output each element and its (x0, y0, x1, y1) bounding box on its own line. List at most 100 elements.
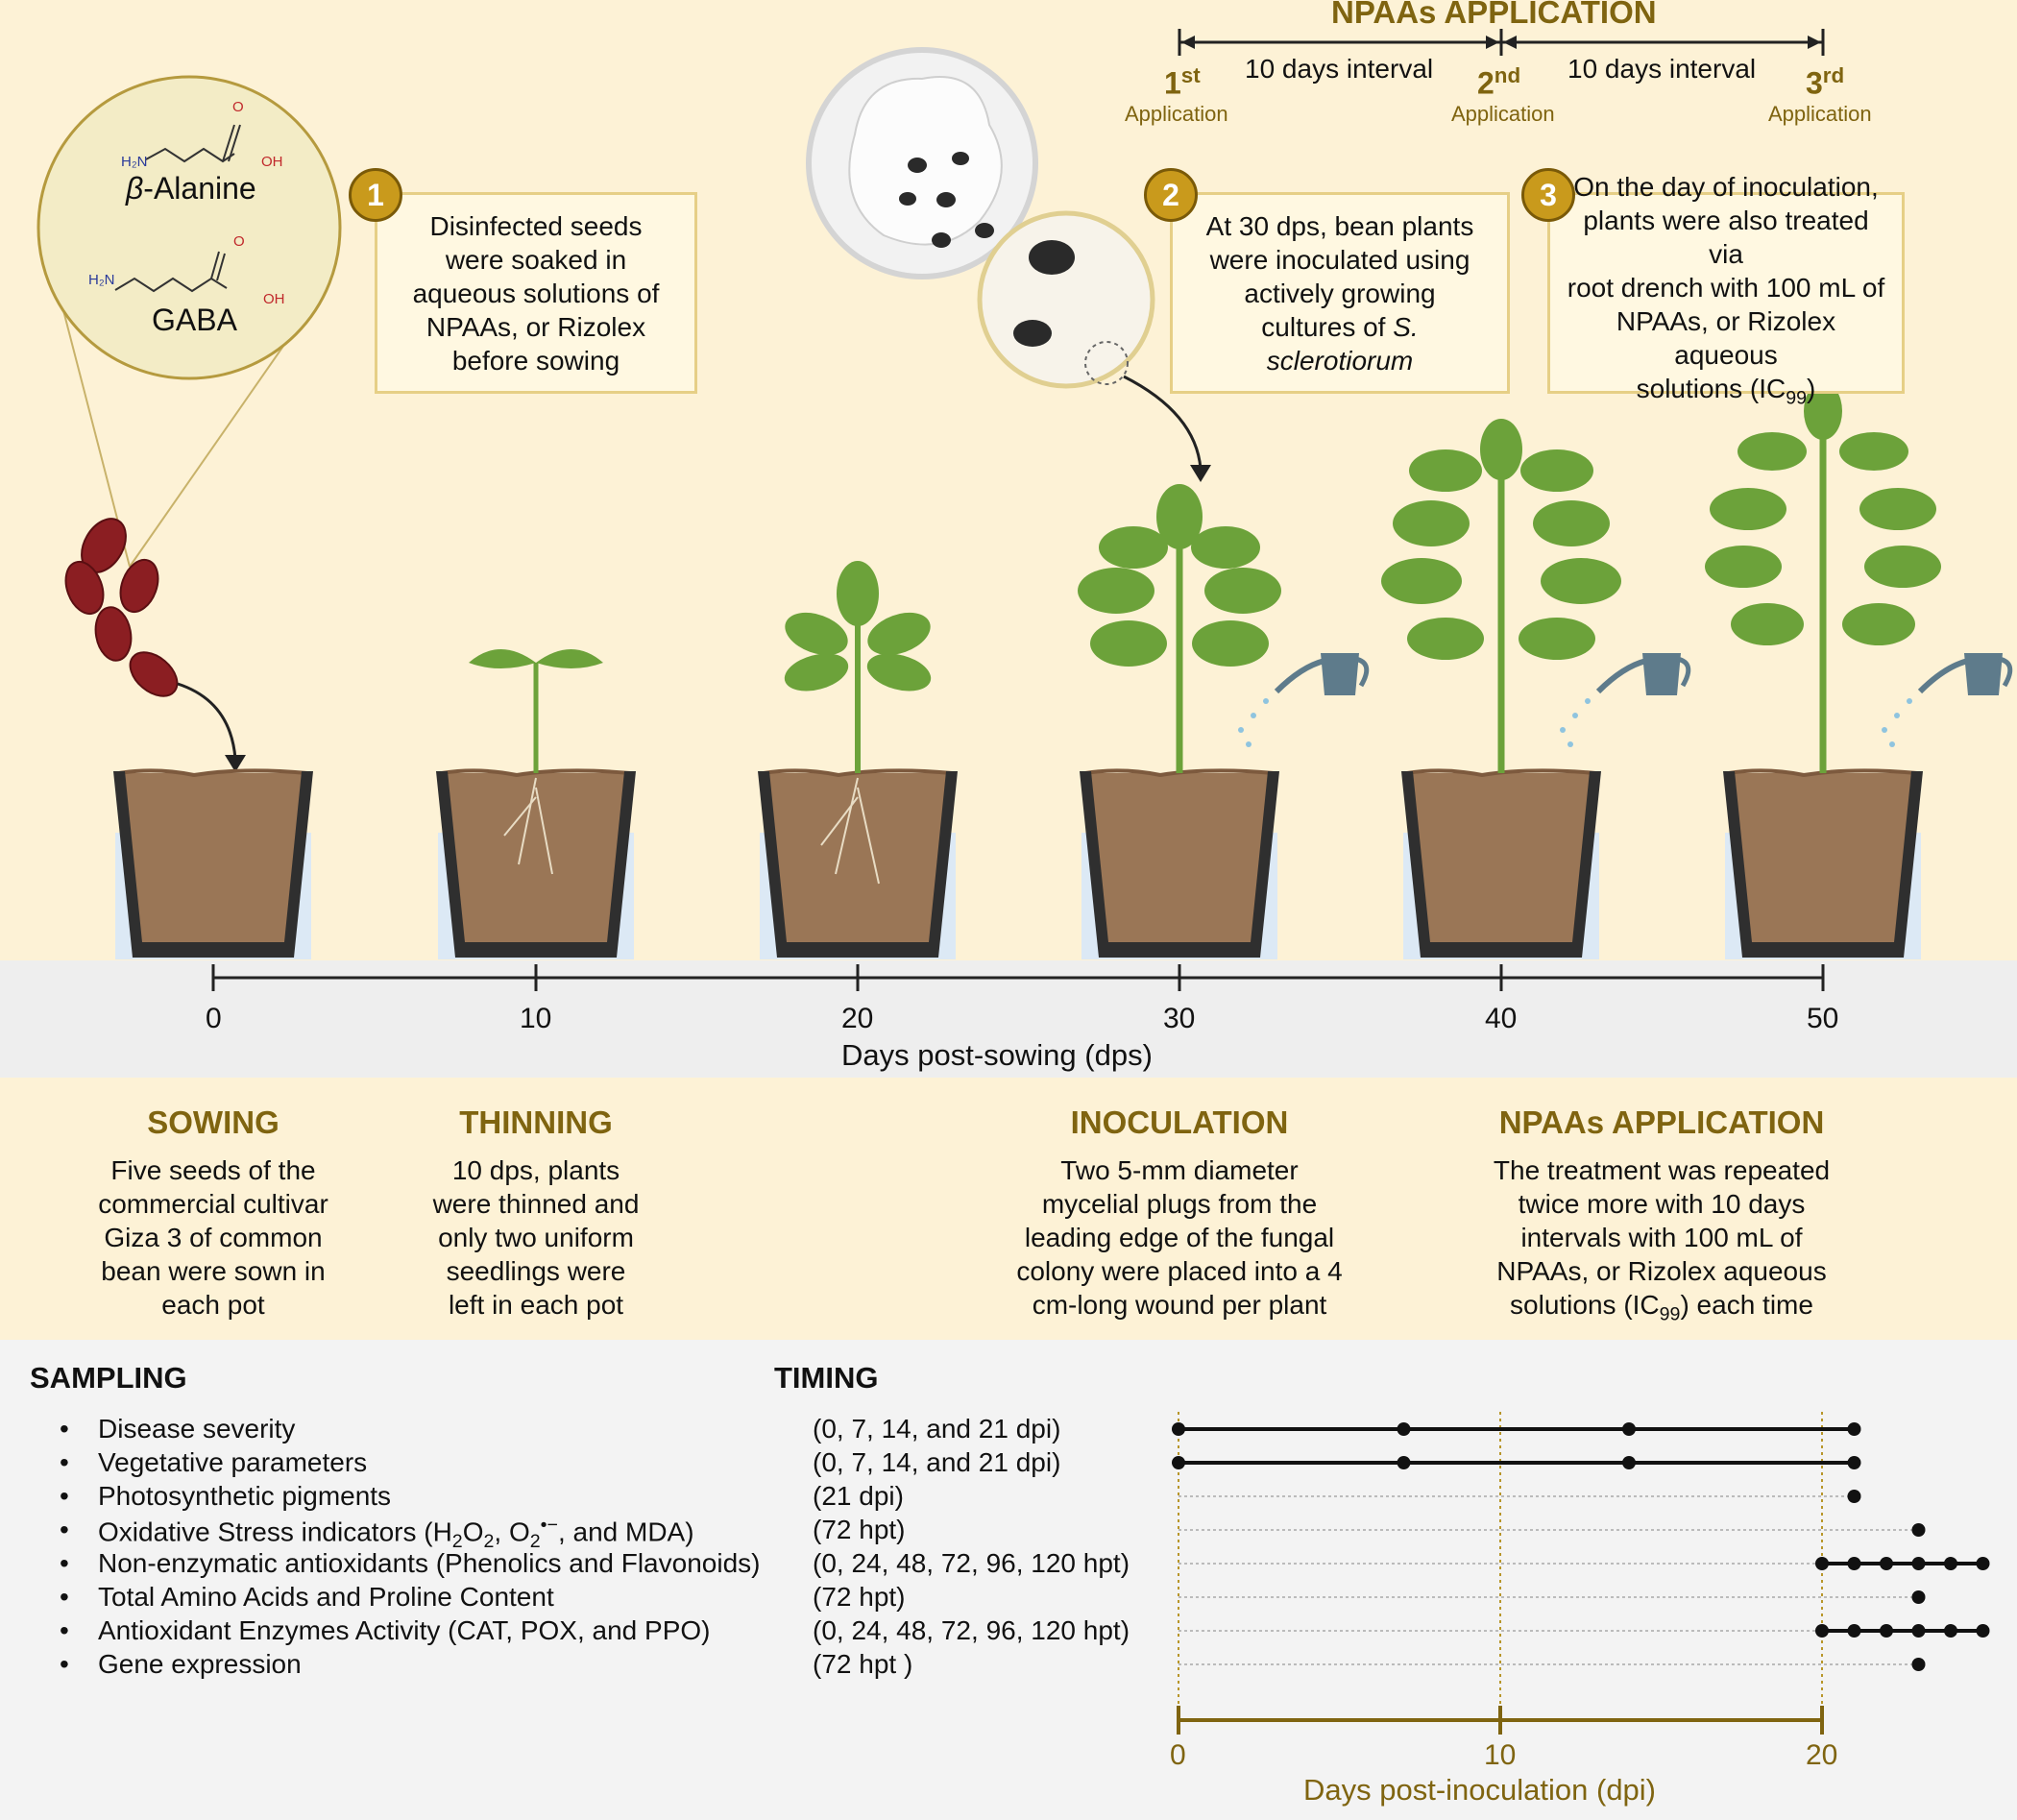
dpi-sampling-point (1397, 1456, 1411, 1469)
dpi-sampling-point (1847, 1422, 1861, 1436)
beta-alanine-structure (145, 147, 235, 163)
dpi-sampling-point (1172, 1456, 1185, 1469)
step-2-badge: 2 (1144, 168, 1198, 222)
dpi-sampling-point (1911, 1590, 1926, 1604)
dpi-sampling-point (1172, 1422, 1185, 1436)
sclerotia (899, 152, 994, 248)
step-3-box: On the day of inoculation,plants were al… (1547, 172, 1905, 409)
dpi-sampling-point (1622, 1456, 1636, 1469)
dps-tick-20: 20 (841, 1003, 874, 1034)
dpi-sampling-point (1880, 1624, 1893, 1638)
timing-row-enzymes: (0, 24, 48, 72, 96, 120 hpt) (813, 1615, 1130, 1645)
dps-axis-band (0, 960, 2017, 1078)
stage-sowing-title: SOWING (147, 1104, 279, 1140)
illustration-layer (36, 29, 2017, 991)
dpi-tick-0: 0 (1170, 1739, 1186, 1771)
dpi-sampling-point (1911, 1523, 1926, 1537)
dps-tick-50: 50 (1807, 1003, 1839, 1034)
molecule-circle (36, 75, 342, 380)
stage-inoculation-title: INOCULATION (1070, 1104, 1289, 1140)
dpi-sampling-point (1880, 1557, 1893, 1570)
gaba-nh2-label: H₂N (88, 272, 115, 288)
dpi-sampling-point (1847, 1557, 1861, 1570)
dpi-sampling-point (1911, 1624, 1926, 1638)
step-3-badge: 3 (1521, 168, 1575, 222)
beta-alanine-nh2-label: H₂N (121, 154, 148, 170)
dps-tick-40: 40 (1485, 1003, 1518, 1034)
dpi-sampling-point (1622, 1422, 1636, 1436)
interval-label-2: 10 days interval (1567, 54, 1757, 84)
dpi-sampling-point (1397, 1422, 1411, 1436)
timing-row-gene: (72 hpt ) (813, 1649, 913, 1679)
sampling-row-disease: •Disease severity (60, 1414, 296, 1444)
dpi-sampling-point (1847, 1490, 1861, 1503)
timing-row-disease: (0, 7, 14, and 21 dpi) (813, 1414, 1061, 1444)
sampling-row-oxidative: • Oxidative Stress indicators (H2O2, O2•… (60, 1515, 694, 1552)
application-3-label: Application (1768, 102, 1872, 126)
plant-40dps (1381, 419, 1621, 773)
plant-50dps (1705, 382, 1941, 773)
beta-alanine-o-label: O (232, 99, 244, 115)
dpi-tick-20: 20 (1806, 1739, 1838, 1771)
seedling-10dps (469, 649, 603, 875)
timing-heading: TIMING (774, 1361, 879, 1395)
stage-thinning-title: THINNING (459, 1104, 613, 1140)
plant-20dps (784, 561, 932, 885)
dpi-sampling-point (1815, 1624, 1829, 1638)
inoculation-arrow (1123, 375, 1203, 470)
step-1-badge: 1 (349, 168, 402, 222)
interval-label-1: 10 days interval (1245, 54, 1434, 84)
application-2-number: 2nd (1477, 63, 1521, 101)
timing-row-vegetative: (0, 7, 14, and 21 dpi) (813, 1447, 1061, 1477)
timing-row-aminoacids: (72 hpt) (813, 1582, 906, 1612)
dpi-sampling-point (1815, 1557, 1829, 1570)
stages-band (0, 1078, 2017, 1340)
dpi-sampling-point (1911, 1658, 1926, 1671)
beta-alanine-name: β-Alanine (126, 171, 256, 206)
sampling-heading: SAMPLING (30, 1361, 187, 1395)
sampling-row-gene: •Gene expression (60, 1649, 302, 1679)
dpi-sampling-point (1847, 1624, 1861, 1638)
stage-npaas-title: NPAAs APPLICATION (1498, 1104, 1825, 1140)
dps-tick-0: 0 (206, 1003, 222, 1034)
application-1-label: Application (1125, 102, 1228, 126)
application-3-number: 3rd (1806, 63, 1845, 101)
sampling-row-pigments: •Photosynthetic pigments (60, 1481, 392, 1511)
dps-axis-line (211, 964, 1825, 991)
dpi-sampling-point (1847, 1456, 1861, 1469)
sampling-row-vegetative: •Vegetative parameters (60, 1447, 368, 1477)
dpi-axis-label: Days post-inoculation (dpi) (1303, 1773, 1657, 1807)
npaas-application-axis (1178, 29, 1825, 56)
bean-seeds (64, 518, 179, 697)
gaba-o-label: O (233, 233, 245, 250)
timing-row-oxidative: (72 hpt) (813, 1515, 906, 1544)
dps-axis-label: Days post-sowing (dps) (841, 1038, 1153, 1072)
timing-row-nonenzymatic: (0, 24, 48, 72, 96, 120 hpt) (813, 1548, 1130, 1578)
timing-row-pigments: (21 dpi) (813, 1481, 904, 1511)
gaba-name: GABA (152, 303, 237, 337)
sampling-row-aminoacids: •Total Amino Acids and Proline Content (60, 1582, 554, 1612)
application-2-label: Application (1451, 102, 1555, 126)
application-1-number: 1st (1164, 63, 1201, 101)
dpi-sampling-point (1976, 1557, 1990, 1570)
plant-30dps (1078, 484, 1281, 773)
dpi-sampling-point (1944, 1624, 1957, 1638)
dpi-axis-line (1177, 1706, 1824, 1735)
dpi-sampling-point (1911, 1557, 1926, 1570)
dps-tick-30: 30 (1163, 1003, 1196, 1034)
gaba-oh-label: OH (263, 291, 285, 307)
sampling-row-nonenzymatic: •Non-enzymatic antioxidants (Phenolics a… (60, 1548, 761, 1578)
dpi-sampling-point (1976, 1624, 1990, 1638)
beta-alanine-oh-label: OH (261, 154, 283, 170)
dpi-tick-10: 10 (1484, 1739, 1517, 1771)
dpi-sampling-point (1944, 1557, 1957, 1570)
npaas-application-title: NPAAs APPLICATION (1331, 0, 1657, 30)
sampling-row-enzymes: •Antioxidant Enzymes Activity (CAT, POX,… (60, 1615, 711, 1645)
